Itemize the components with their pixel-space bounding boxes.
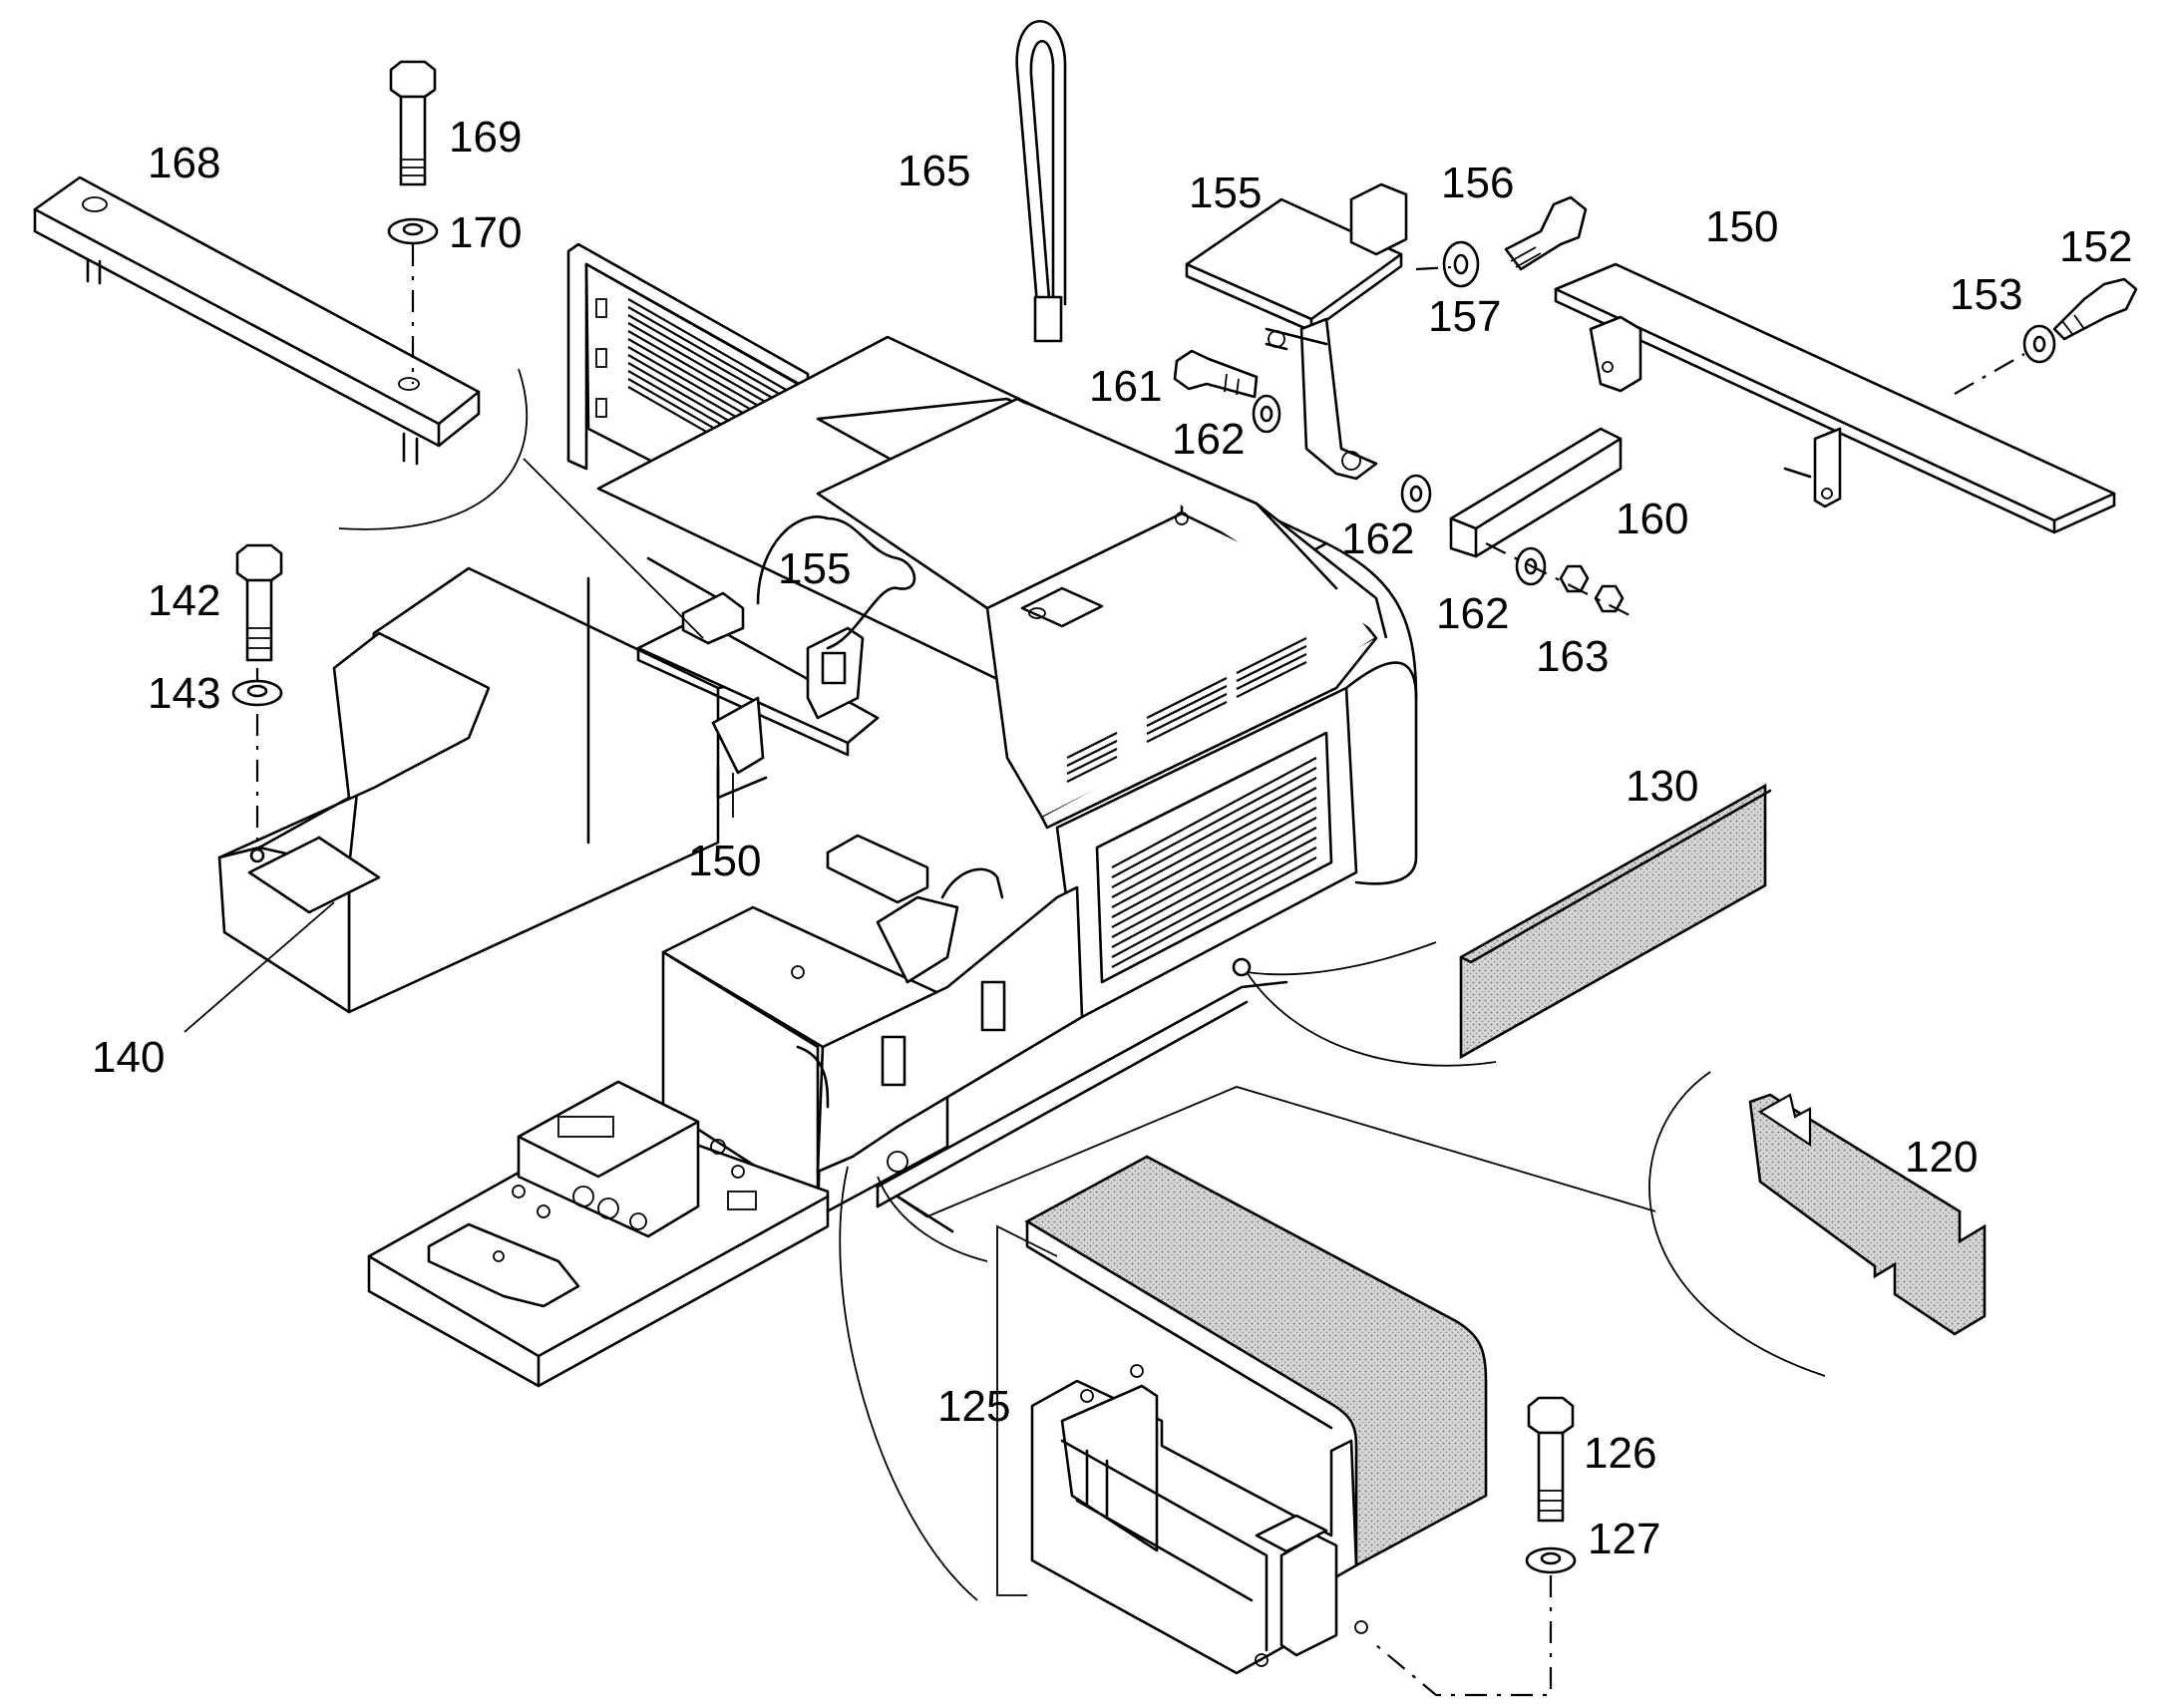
- machine-body: [217, 242, 1418, 1388]
- part-157-washer: [1442, 240, 1480, 288]
- part-169-bolt: [389, 60, 437, 186]
- label-155-bracket: 155: [1189, 169, 1262, 217]
- label-120: 120: [1905, 1133, 1978, 1182]
- part-126-bolt: [1527, 1396, 1575, 1523]
- leader-150-shelf: [523, 458, 704, 639]
- label-162-c: 162: [1436, 589, 1509, 638]
- part-163-nuts: [1559, 564, 1625, 613]
- part-labels: 168 169 170 165 155 156 157 150 152 153 …: [92, 113, 2132, 1563]
- label-163: 163: [1536, 632, 1609, 681]
- part-155-bracket: [1185, 182, 1408, 481]
- leader-arc-168: [338, 368, 529, 530]
- part-156-bolt: [1504, 195, 1588, 271]
- part-127-washer: [1525, 1546, 1577, 1574]
- leader-125-line: [926, 1086, 1656, 1217]
- part-160-tube: [1449, 427, 1623, 558]
- leader-arc-130-upper: [1246, 941, 1437, 976]
- label-168: 168: [148, 139, 220, 187]
- leader-arc-120: [1648, 1071, 1826, 1377]
- label-130: 130: [1626, 762, 1698, 811]
- side-grill: [1111, 757, 1317, 968]
- hood-vents: [1066, 637, 1307, 783]
- label-162-b: 162: [1341, 514, 1414, 563]
- leader-125-arc-upper: [877, 1176, 988, 1262]
- label-127: 127: [1588, 1515, 1660, 1563]
- assembly-line-152: [1954, 353, 2025, 395]
- part-143-washer: [231, 679, 283, 707]
- part-142-bolt: [235, 543, 283, 662]
- label-150-lower: 150: [688, 837, 761, 885]
- label-156: 156: [1441, 159, 1514, 207]
- label-169: 169: [449, 113, 522, 162]
- part-153-washer: [2022, 324, 2056, 364]
- label-140: 140: [92, 1033, 165, 1082]
- part-165-handle: [1015, 19, 1067, 343]
- leader-125-arc-lower: [839, 1166, 978, 1601]
- leader-125-arrow: [896, 1195, 954, 1233]
- label-152: 152: [2059, 222, 2132, 271]
- label-160: 160: [1616, 495, 1688, 543]
- label-153: 153: [1950, 270, 2022, 319]
- leader-140: [183, 901, 335, 1033]
- assembly-line-126: [1375, 1575, 1553, 1697]
- label-125: 125: [937, 1382, 1010, 1431]
- part-161-bolt: [1173, 349, 1259, 399]
- label-170: 170: [449, 208, 522, 257]
- label-162-a: 162: [1172, 415, 1245, 464]
- label-157: 157: [1428, 292, 1501, 341]
- part-152-bolt: [2052, 277, 2138, 341]
- part-125-step-box: [1024, 1155, 1488, 1675]
- assembly-line-156: [1415, 265, 1452, 271]
- part-150-plate: [1554, 262, 2116, 534]
- part-130-foam-pad: [1459, 783, 1772, 1060]
- part-162-washer-a: [1252, 394, 1281, 434]
- label-165: 165: [898, 147, 970, 195]
- label-142: 142: [148, 576, 220, 625]
- leader-arc-130-lower: [1246, 971, 1497, 1067]
- label-126: 126: [1584, 1429, 1656, 1478]
- part-170-washer: [387, 217, 439, 245]
- rear-grill: [627, 298, 789, 480]
- part-120-foam-block: [1748, 1093, 1987, 1336]
- label-161: 161: [1089, 362, 1162, 411]
- assembly-line-160: [1485, 542, 1636, 619]
- leader-125-bracket: [996, 1224, 1058, 1596]
- label-150-main: 150: [1705, 202, 1778, 251]
- label-155-inner: 155: [778, 544, 851, 593]
- part-162-washer-b: [1400, 474, 1432, 513]
- label-143: 143: [148, 669, 220, 718]
- part-168-plate: [33, 175, 481, 466]
